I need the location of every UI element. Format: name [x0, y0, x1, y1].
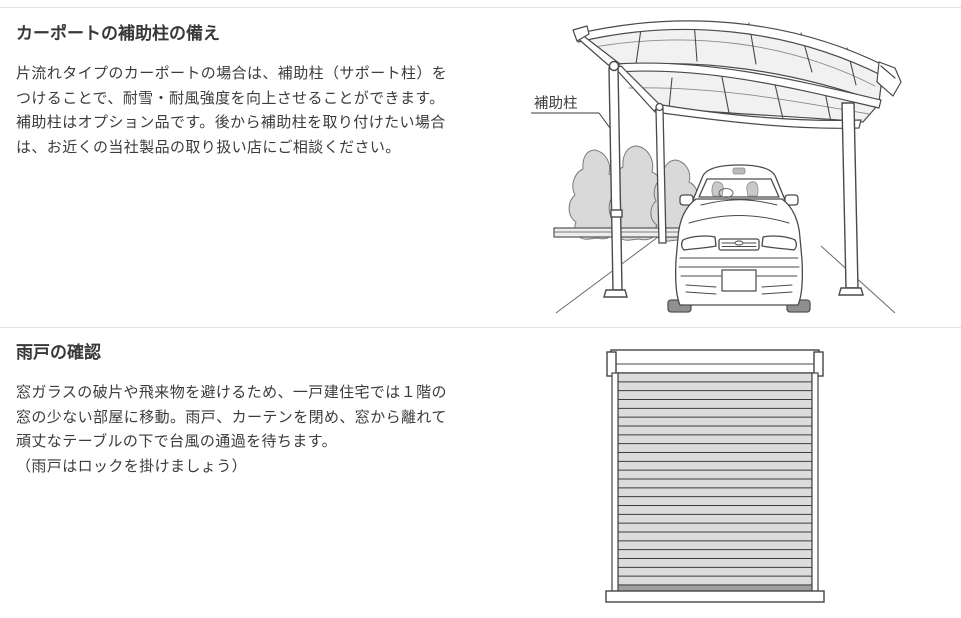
section-divider [0, 327, 961, 328]
hedge-ledge [553, 227, 698, 238]
carport-body-line: は、お近くの当社製品の取り扱い店にご相談ください。 [16, 138, 401, 156]
shutter-illustration [605, 349, 825, 603]
shutter-body-line: 窓の少ない部屋に移動。雨戸、カーテンを閉め、窓から離れて [16, 408, 447, 426]
car [667, 164, 811, 313]
shutter-rail-right [811, 372, 819, 593]
car-interior [711, 167, 759, 197]
carport-roof [572, 20, 902, 129]
shutter-case [610, 349, 820, 374]
carport-body-line: つけることで、耐雪・耐風強度を向上させることができます。 [16, 89, 445, 107]
carport-body-line: 補助柱はオプション品です。後から補助柱を取り付けたい場合 [16, 114, 446, 131]
carport-text-column: カーポートの補助柱の備え 片流れタイプのカーポートの場合は、補助柱（サポート柱）… [16, 23, 521, 160]
carport-section-title: カーポートの補助柱の備え [16, 24, 220, 43]
shutter-case-cap-right [813, 351, 824, 377]
shutter-section-title: 雨戸の確認 [16, 343, 101, 362]
carport-illustration: 補助柱 [531, 20, 902, 314]
top-divider [0, 7, 961, 8]
shutter-body-line: （雨戸はロックを掛けましょう） [16, 457, 248, 475]
shutter-body-line: 窓ガラスの破片や飛来物を避けるため、一戸建住宅では１階の [16, 384, 447, 401]
support-pillar [603, 60, 628, 298]
shutter-rail-left [611, 372, 619, 593]
support-pillar-label: 補助柱 [531, 95, 611, 129]
shutter-slat-lines [618, 381, 812, 577]
shutter-body-line: 頑丈なテーブルの下で台風の通過を待ちます。 [16, 433, 338, 450]
shutter-text-column: 雨戸の確認 窓ガラスの破片や飛来物を避けるため、一戸建住宅では１階の 窓の少ない… [16, 342, 521, 479]
shutter-case-cap-left [606, 351, 617, 377]
carport-body-line: 片流れタイプのカーポートの場合は、補助柱（サポート柱）を [16, 65, 448, 82]
shutter-bottom-bar [617, 584, 813, 592]
main-post [838, 102, 864, 296]
shutter-sill [605, 590, 825, 603]
support-pillar-label-text: 補助柱 [534, 95, 578, 112]
rear-support-post [655, 102, 667, 244]
